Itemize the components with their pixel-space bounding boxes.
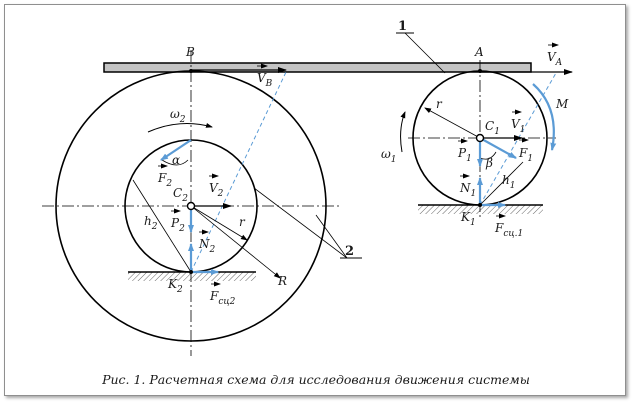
label-VB: VB	[257, 71, 273, 89]
label-F1: F1	[518, 146, 533, 164]
omega2-arc	[147, 122, 213, 133]
label-M: M	[555, 97, 569, 111]
point-B	[189, 69, 193, 73]
h1-line	[479, 161, 524, 206]
beam	[103, 62, 532, 73]
vector-F2	[160, 139, 192, 161]
radius-r-line-1	[424, 107, 481, 139]
body-number-2: 2	[345, 244, 354, 259]
alpha-arc	[161, 159, 189, 166]
label-h1: h1	[502, 173, 515, 191]
label-P2: P2	[170, 216, 185, 234]
label-F2: F2	[157, 171, 172, 189]
label-beta: β	[485, 156, 493, 170]
leader-1	[404, 32, 446, 74]
label-R: R	[277, 274, 287, 288]
omega1-arc	[400, 111, 406, 153]
label-h2: h2	[144, 214, 158, 232]
label-omega1: ω1	[381, 147, 397, 165]
label-N2: N2	[198, 237, 216, 255]
leader-right-2	[315, 214, 348, 259]
label-N1: N1	[459, 181, 476, 199]
leader-left-2	[253, 187, 348, 259]
label-P1: P1	[457, 146, 472, 164]
beta-arc	[479, 151, 497, 160]
radius-R-line-2	[190, 205, 281, 279]
label-B: B	[185, 45, 195, 59]
h2-line	[132, 179, 192, 273]
velocity-profile-line-1	[479, 72, 557, 206]
body-number-1: 1	[398, 19, 407, 34]
label-C1: C1	[485, 119, 500, 137]
point-K2	[189, 270, 193, 274]
label-V2: V2	[209, 181, 224, 199]
label-r-2: r	[239, 215, 246, 229]
point-A	[478, 69, 482, 73]
point-C1	[475, 133, 485, 143]
label-K2: K2	[167, 277, 183, 295]
label-alpha: α	[172, 153, 180, 167]
velocity-profile-line-2	[190, 69, 288, 273]
moment-M-arc	[532, 83, 557, 151]
point-K1	[478, 203, 482, 207]
label-Fsc1: Fсц.1	[494, 221, 523, 239]
label-V1: V1	[511, 117, 525, 135]
label-K1: K1	[460, 210, 476, 228]
label-omega2: ω2	[170, 107, 186, 125]
label-C2: C2	[173, 186, 188, 204]
label-r-1: r	[436, 97, 443, 111]
label-Fsc2: Fсц2	[209, 289, 236, 307]
radius-r-line-2	[190, 205, 248, 241]
label-overbars	[158, 42, 559, 287]
point-C2	[186, 201, 196, 211]
vector-F1	[479, 137, 517, 159]
label-A: A	[474, 45, 484, 59]
label-VA: VA	[547, 50, 563, 68]
figure-caption: Рис. 1. Расчетная схема для исследования…	[101, 372, 530, 387]
